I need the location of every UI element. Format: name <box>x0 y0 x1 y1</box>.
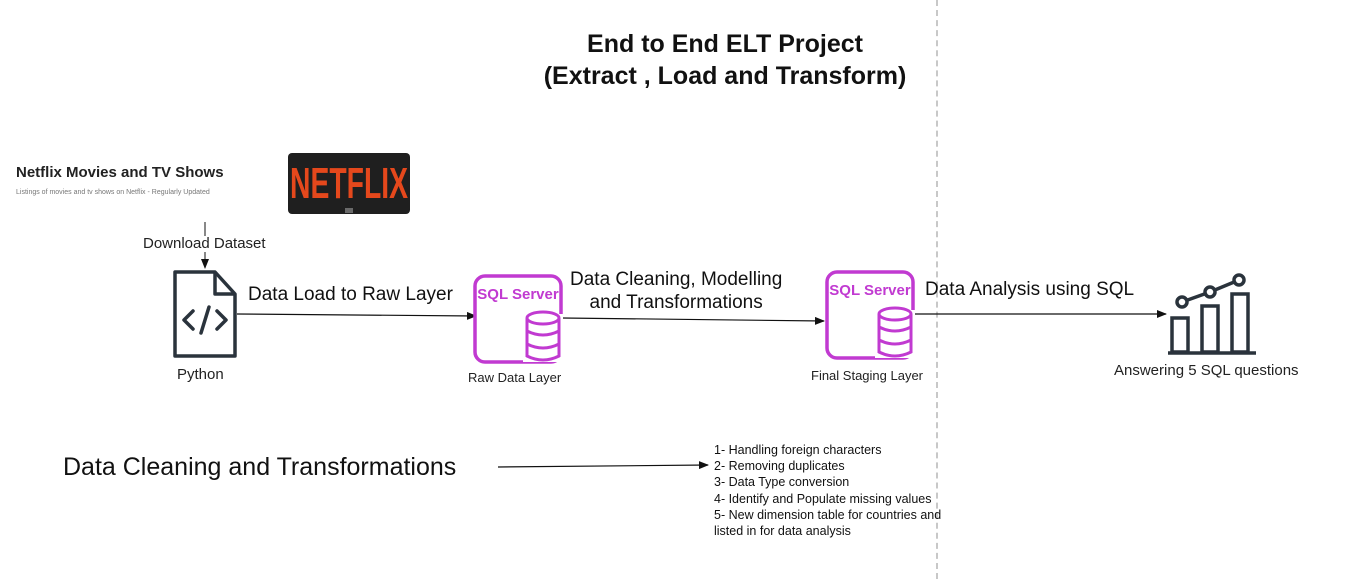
sql-server-badge-raw: SQL Server <box>477 286 559 303</box>
cleaning-step: 4- Identify and Populate missing values <box>714 491 932 506</box>
cleaning-arrow <box>497 461 709 470</box>
cleaning-step: listed in for data analysis <box>714 524 851 539</box>
code-file-icon <box>173 270 237 363</box>
clean-edge-label-line-2: and Transformations <box>589 292 763 313</box>
title-line-2: (Extract , Load and Transform) <box>543 62 907 90</box>
cleaning-step: 3- Data Type conversion <box>714 475 850 490</box>
sql-server-badge-staging: SQL Server <box>829 282 911 299</box>
cleaning-steps-list: 1- Handling foreign characters 2- Removi… <box>714 442 941 539</box>
netflix-logo: NETFLIX <box>288 153 410 214</box>
dataset-subtitle: Listings of movies and tv shows on Netfl… <box>16 189 210 196</box>
cleaning-step: 2- Removing duplicates <box>714 459 845 474</box>
sql-server-staging-icon: SQL Server <box>825 270 917 365</box>
cleaning-step: 1- Handling foreign characters <box>714 443 882 457</box>
cleaning-step: 5- New dimension table for countries and <box>714 507 942 522</box>
title-line-1: End to End ELT Project <box>587 30 863 58</box>
load-edge-label: Data Load to Raw Layer <box>248 284 453 305</box>
section-divider <box>936 0 938 579</box>
clean-edge-label-line-1: Data Cleaning, Modelling <box>570 269 783 290</box>
netflix-logo-graphic: NETFLIX <box>290 159 408 213</box>
staging-layer-label: Final Staging Layer <box>811 368 924 383</box>
python-label: Python <box>177 366 224 383</box>
download-label: Download Dataset <box>143 235 266 252</box>
sql-server-raw-icon: SQL Server <box>473 274 565 369</box>
clean-arrow <box>561 316 825 325</box>
diagram-title: End to End ELT Project (Extract , Load a… <box>440 28 1010 92</box>
logo-stand <box>345 208 353 213</box>
cleaning-title: Data Cleaning and Transformations <box>63 453 457 481</box>
bar-chart-icon <box>1166 272 1258 363</box>
analysis-label: Answering 5 SQL questions <box>1114 362 1299 379</box>
analysis-edge-label: Data Analysis using SQL <box>925 279 1135 300</box>
dataset-title: Netflix Movies and TV Shows <box>16 164 224 181</box>
netflix-logo-text: NETFLIX <box>290 159 408 208</box>
clean-edge-label: Data Cleaning, Modelling and Transformat… <box>570 268 782 314</box>
raw-layer-label: Raw Data Layer <box>468 370 562 385</box>
load-arrow <box>236 311 477 320</box>
